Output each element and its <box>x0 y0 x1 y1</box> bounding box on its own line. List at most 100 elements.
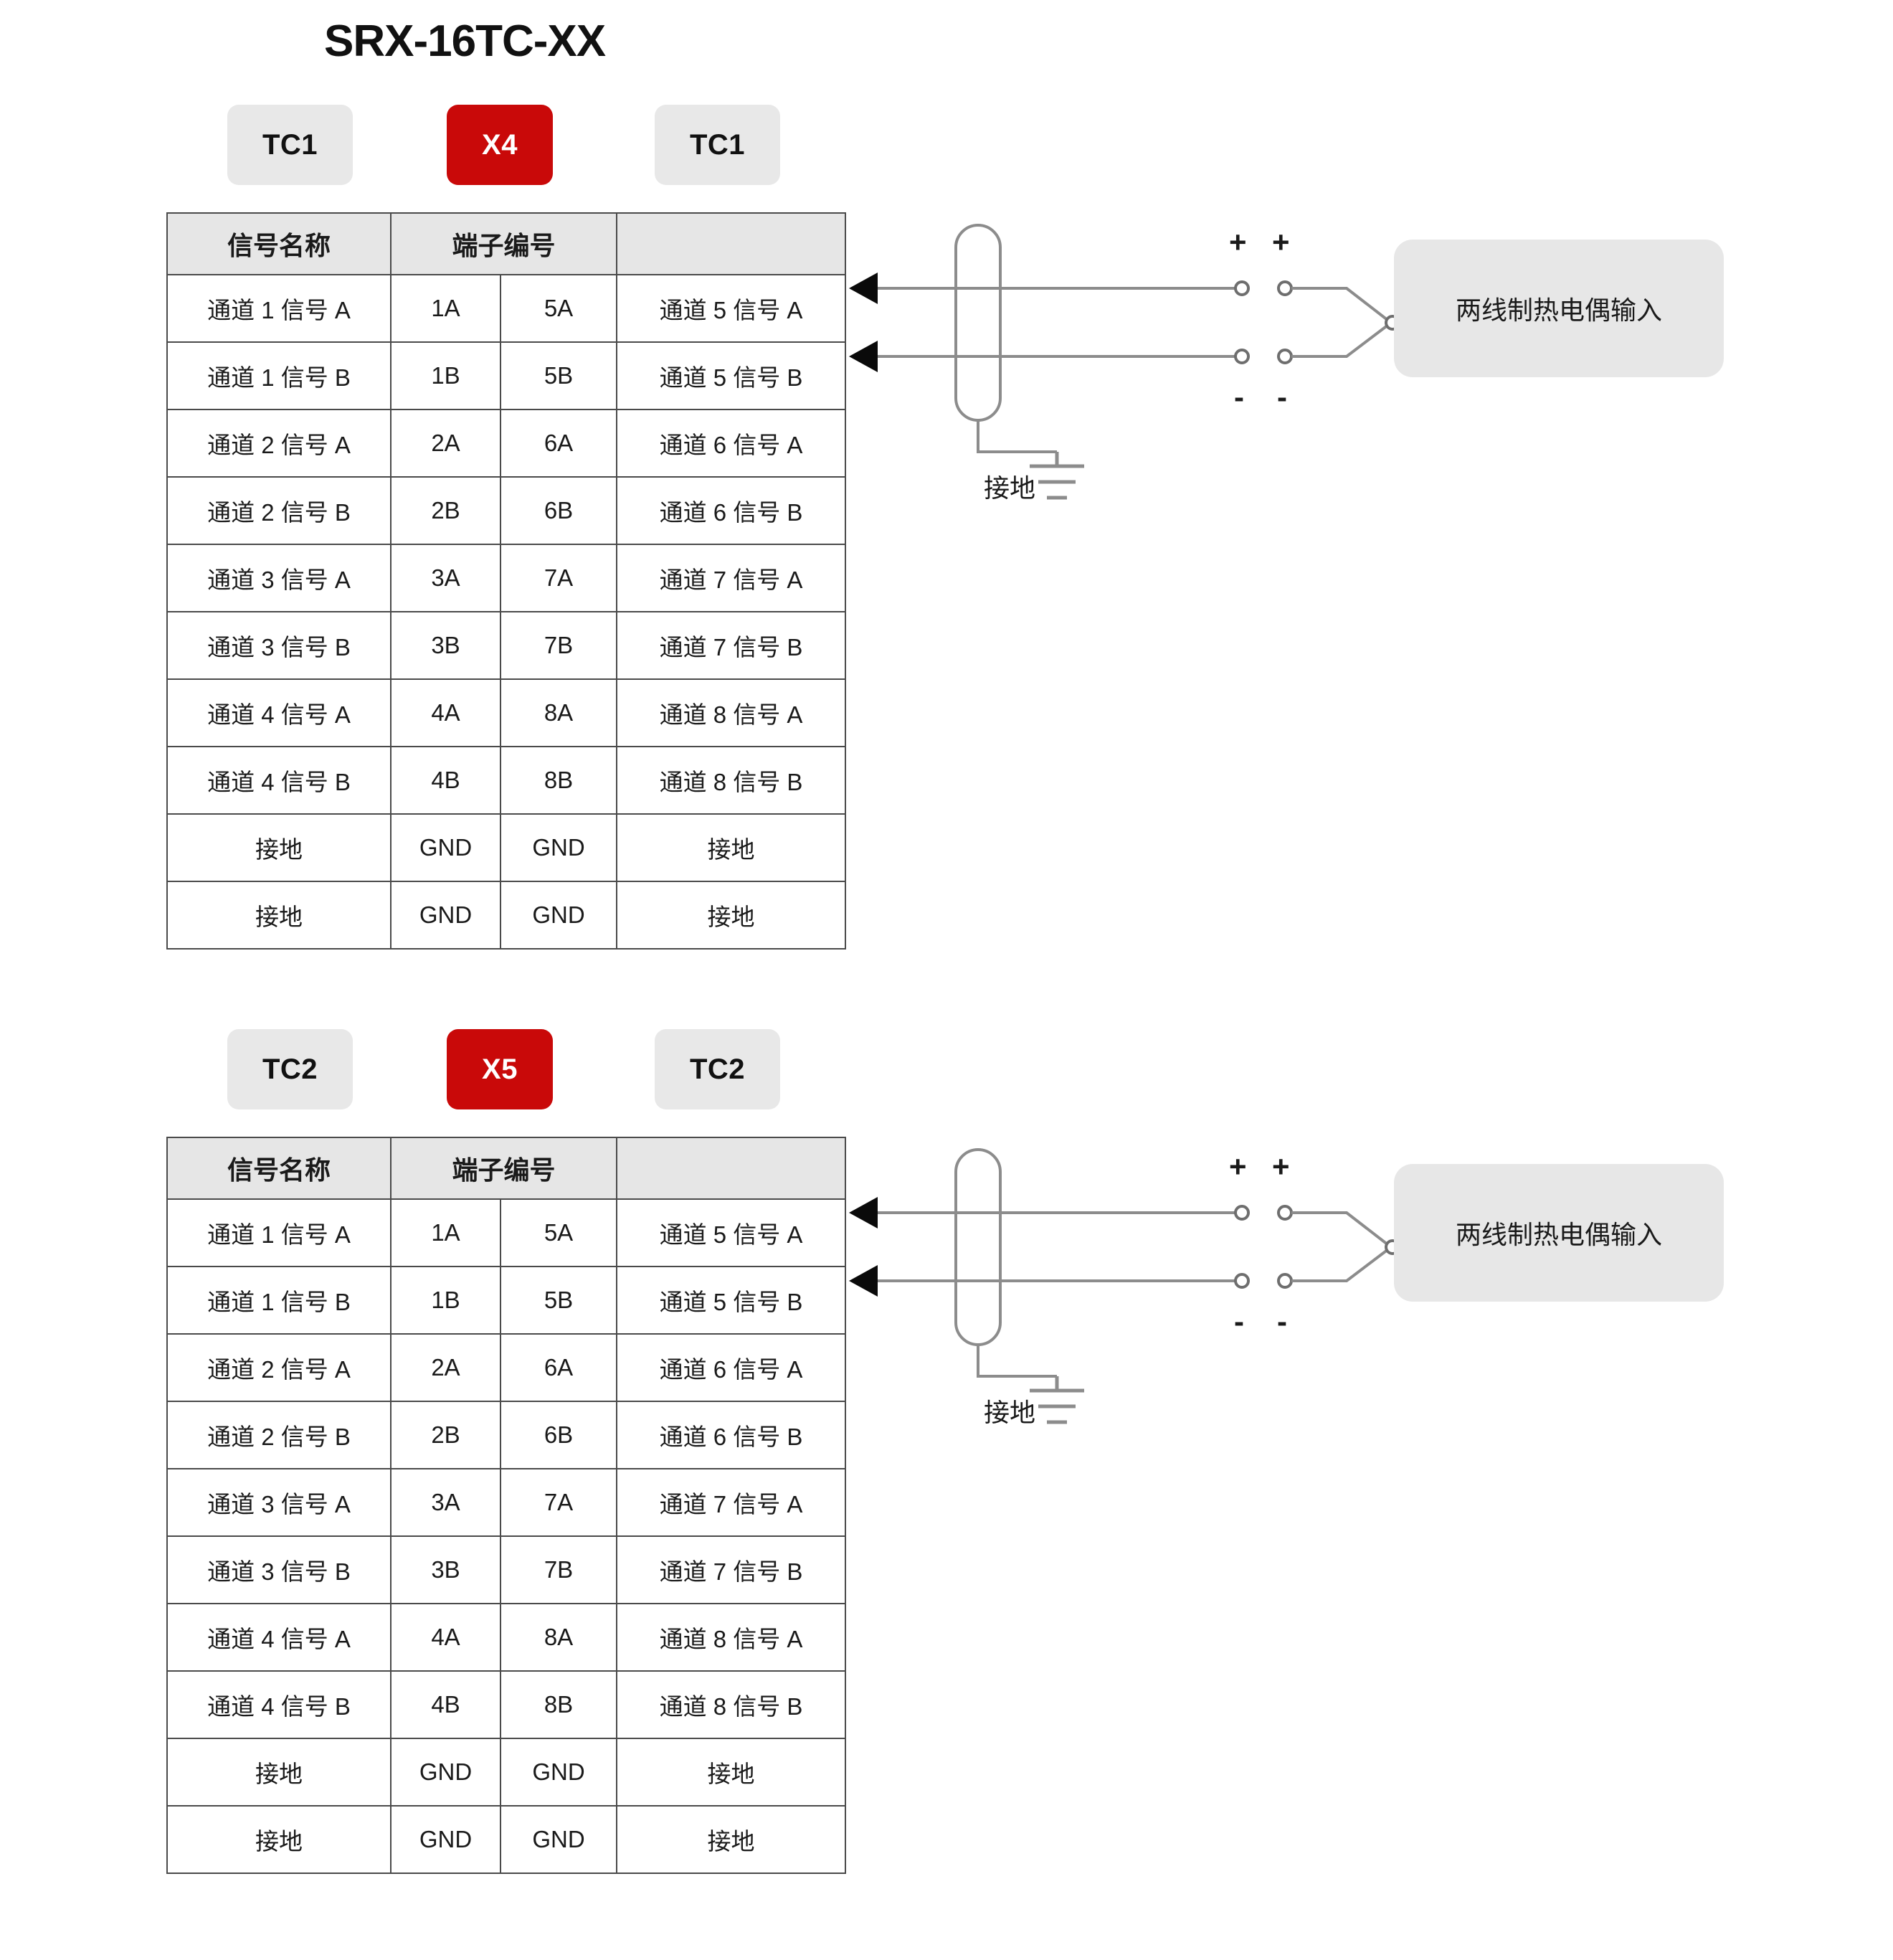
cell-terminal-right: 8A <box>499 678 618 747</box>
terminal-circle-left-minus <box>1234 1273 1250 1289</box>
cell-terminal-left: 3B <box>390 611 501 680</box>
cell-terminal-right: 6A <box>499 1333 618 1402</box>
cell-signal-right: 通道 8 信号 B <box>616 1670 847 1739</box>
wire-junction-upper <box>1291 1211 1393 1249</box>
cell-signal-right: 通道 7 信号 A <box>616 544 847 612</box>
arrow-left-icon <box>849 273 878 304</box>
wire-junction-lower <box>1291 321 1393 358</box>
cell-terminal-right: GND <box>499 1805 618 1874</box>
wire-junction-upper <box>1291 287 1393 324</box>
cell-signal-right: 通道 7 信号 A <box>616 1468 847 1537</box>
cell-signal-right: 接地 <box>616 881 847 950</box>
cell-terminal-right: 7B <box>499 611 618 680</box>
badge-connector-left[interactable]: TC1 <box>227 105 353 185</box>
polarity-plus-right: + <box>1272 1150 1290 1183</box>
table-body: 通道 1 信号 A 1A 5A 通道 5 信号 A 通道 1 信号 B 1B 5… <box>166 1198 847 1874</box>
cell-terminal-left: 4B <box>390 1670 501 1739</box>
table-row: 接地 GND GND 接地 <box>166 1805 847 1874</box>
cell-terminal-left: 2A <box>390 409 501 478</box>
cell-signal-right: 通道 8 信号 A <box>616 1603 847 1672</box>
header-terminal-number: 端子编号 <box>389 1137 618 1200</box>
cell-terminal-left: 1A <box>390 1198 501 1267</box>
cell-signal-left: 通道 3 信号 A <box>166 1468 392 1537</box>
section-tc2: TC2 X5 TC2 信号名称 端子编号 通道 1 信号 A 1A 5A <box>0 1019 1893 1874</box>
cell-terminal-right: 6A <box>499 409 618 478</box>
cell-terminal-left: GND <box>390 1805 501 1874</box>
cell-terminal-left: 1A <box>390 274 501 343</box>
thermocouple-input-box: 两线制热电偶输入 <box>1394 240 1724 377</box>
cell-terminal-right: 5B <box>499 1266 618 1335</box>
badge-terminal-block[interactable]: X4 <box>447 105 553 185</box>
wire-shield-to-ground <box>977 1345 1057 1378</box>
cell-terminal-right: 5A <box>499 1198 618 1267</box>
cell-signal-left: 通道 2 信号 B <box>166 1401 392 1469</box>
table-row: 通道 1 信号 A 1A 5A 通道 5 信号 A <box>166 1198 847 1267</box>
cell-terminal-left: GND <box>390 813 501 882</box>
cell-signal-right: 通道 6 信号 A <box>616 1333 847 1402</box>
table-row: 通道 4 信号 B 4B 8B 通道 8 信号 B <box>166 1670 847 1739</box>
table-row: 通道 3 信号 A 3A 7A 通道 7 信号 A <box>166 544 847 612</box>
terminal-circle-left-plus <box>1234 1205 1250 1221</box>
badge-connector-right[interactable]: TC1 <box>655 105 780 185</box>
cell-terminal-right: GND <box>499 1738 618 1807</box>
polarity-minus-left: - <box>1234 380 1244 414</box>
cell-signal-right: 通道 6 信号 B <box>616 1401 847 1469</box>
wire-junction-lower <box>1291 1246 1393 1282</box>
cell-signal-right: 通道 5 信号 A <box>616 274 847 343</box>
terminal-circle-right-plus <box>1277 280 1293 296</box>
cell-terminal-left: 1B <box>390 341 501 410</box>
table-body: 通道 1 信号 A 1A 5A 通道 5 信号 A 通道 1 信号 B 1B 5… <box>166 274 847 950</box>
table-row: 通道 2 信号 A 2A 6A 通道 6 信号 A <box>166 1333 847 1402</box>
polarity-minus-right: - <box>1277 380 1287 414</box>
cell-signal-right: 接地 <box>616 1805 847 1874</box>
table-row: 通道 3 信号 B 3B 7B 通道 7 信号 B <box>166 1535 847 1604</box>
cell-signal-right: 通道 6 信号 B <box>616 476 847 545</box>
cell-signal-left: 通道 3 信号 B <box>166 1535 392 1604</box>
cell-signal-right: 通道 5 信号 B <box>616 341 847 410</box>
table-row: 通道 2 信号 B 2B 6B 通道 6 信号 B <box>166 476 847 545</box>
table-row: 通道 4 信号 B 4B 8B 通道 8 信号 B <box>166 746 847 815</box>
header-signal-name: 信号名称 <box>166 1137 392 1200</box>
cable-shield-icon <box>954 1148 1002 1346</box>
cell-terminal-left: 3A <box>390 1468 501 1537</box>
table-row: 通道 2 信号 B 2B 6B 通道 6 信号 B <box>166 1401 847 1469</box>
cell-signal-left: 通道 4 信号 A <box>166 1603 392 1672</box>
table-row: 通道 4 信号 A 4A 8A 通道 8 信号 A <box>166 1603 847 1672</box>
header-terminal-number: 端子编号 <box>389 212 618 275</box>
cell-terminal-left: GND <box>390 1738 501 1807</box>
table-row: 通道 1 信号 A 1A 5A 通道 5 信号 A <box>166 274 847 343</box>
cell-signal-left: 接地 <box>166 1738 392 1807</box>
cell-terminal-right: 8B <box>499 1670 618 1739</box>
cell-signal-left: 通道 1 信号 B <box>166 1266 392 1335</box>
cell-terminal-right: 5B <box>499 341 618 410</box>
badge-connector-left[interactable]: TC2 <box>227 1029 353 1109</box>
wiring-diagram: + + - - 接地 两线制热电偶输入 <box>845 1127 1806 1528</box>
header-blank <box>616 212 847 275</box>
cell-signal-left: 通道 1 信号 B <box>166 341 392 410</box>
ground-icon <box>1030 1376 1084 1424</box>
polarity-plus-right: + <box>1272 225 1290 259</box>
ground-label: 接地 <box>983 1398 1035 1427</box>
table-row: 通道 4 信号 A 4A 8A 通道 8 信号 A <box>166 678 847 747</box>
cell-signal-right: 通道 5 信号 B <box>616 1266 847 1335</box>
terminal-circle-right-plus <box>1277 1205 1293 1221</box>
cell-terminal-left: 2B <box>390 1401 501 1469</box>
terminal-circle-left-plus <box>1234 280 1250 296</box>
cell-terminal-right: 6B <box>499 476 618 545</box>
cell-terminal-left: 3B <box>390 1535 501 1604</box>
table-row: 接地 GND GND 接地 <box>166 813 847 882</box>
badge-connector-right[interactable]: TC2 <box>655 1029 780 1109</box>
arrow-left-icon <box>849 341 878 372</box>
header-signal-name: 信号名称 <box>166 212 392 275</box>
cell-signal-left: 通道 3 信号 A <box>166 544 392 612</box>
badge-terminal-block[interactable]: X5 <box>447 1029 553 1109</box>
table-row: 通道 1 信号 B 1B 5B 通道 5 信号 B <box>166 341 847 410</box>
table-row: 接地 GND GND 接地 <box>166 1738 847 1807</box>
cell-terminal-left: GND <box>390 881 501 950</box>
cable-shield-icon <box>954 224 1002 422</box>
cell-terminal-right: 8B <box>499 746 618 815</box>
cell-signal-left: 通道 1 信号 A <box>166 274 392 343</box>
cell-signal-left: 通道 1 信号 A <box>166 1198 392 1267</box>
cell-terminal-left: 4B <box>390 746 501 815</box>
